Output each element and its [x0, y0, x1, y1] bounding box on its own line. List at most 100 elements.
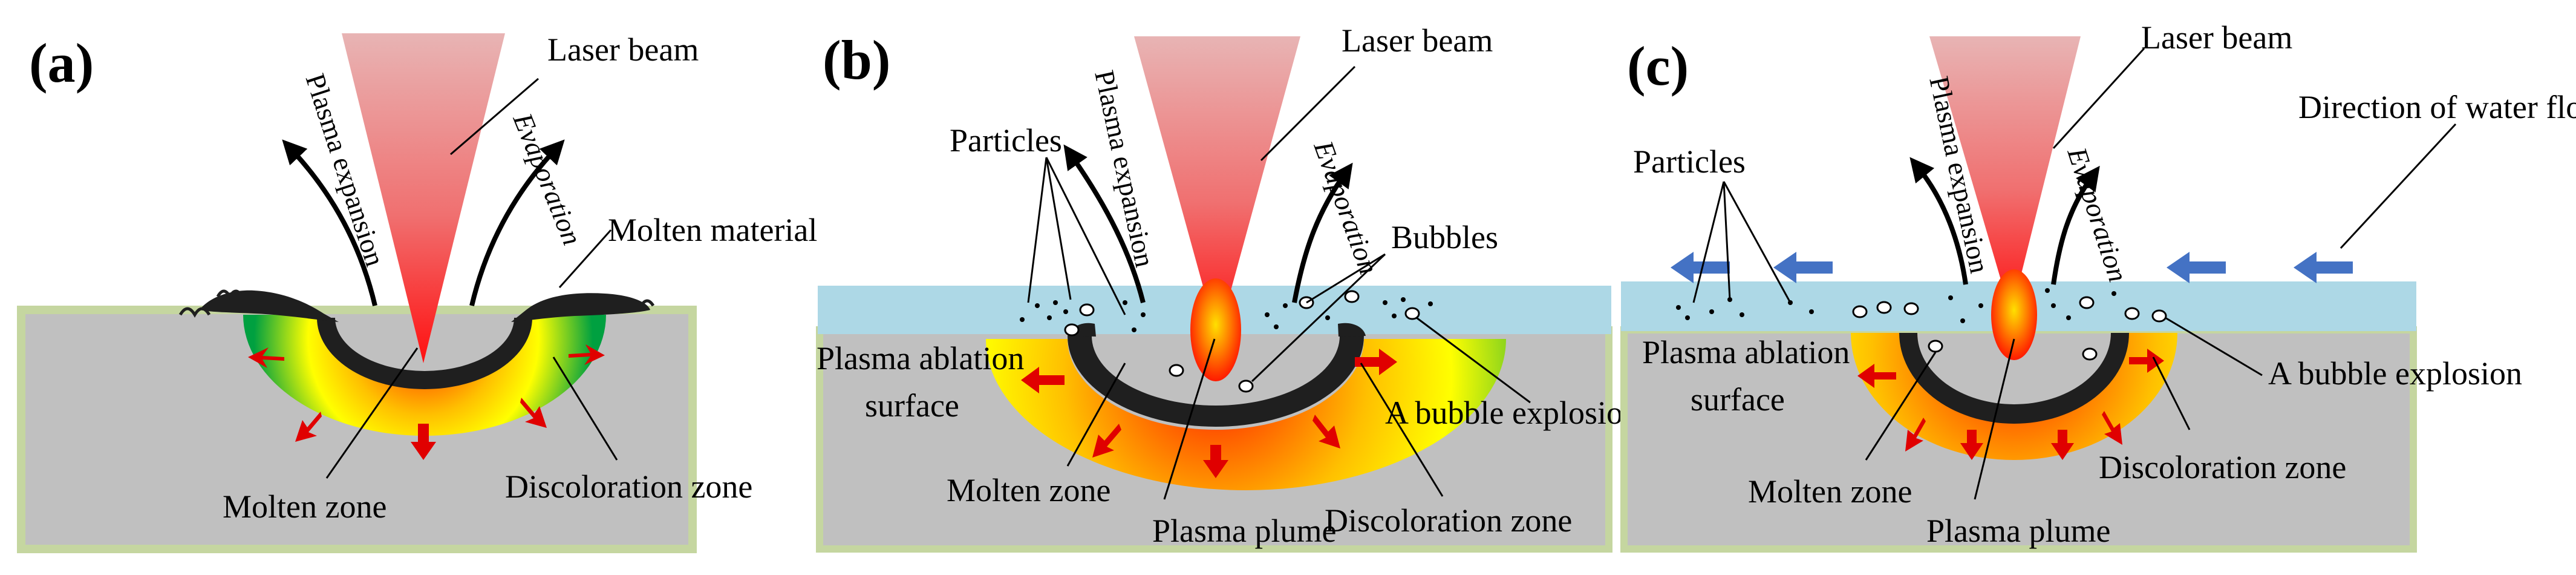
- heat-arrow: [1960, 430, 1983, 460]
- plasma-ablation-label-line1: Plasma ablation: [1642, 334, 1850, 370]
- bubble: [1064, 323, 1080, 337]
- heat-arrow: [1857, 364, 1896, 388]
- particles: [1020, 297, 1433, 332]
- discoloration-zone-label: Discoloration zone: [505, 468, 752, 505]
- plasma-plume: [1991, 269, 2037, 360]
- water-flow-arrows: [1671, 252, 2353, 283]
- plasma-expansion-label: Plasma expansion: [1089, 67, 1161, 269]
- heat-arrows: [1857, 349, 2164, 460]
- leader-line: [1723, 181, 1792, 303]
- plasma-ablation-label-line2: surface: [865, 387, 959, 424]
- leader-line: [1163, 338, 1216, 500]
- leader-line: [2152, 356, 2191, 430]
- heat-arrow: [2051, 430, 2074, 460]
- panel-c: (c) Laser beam Direction of water flow P…: [1620, 19, 2576, 553]
- bubble: [2082, 347, 2098, 361]
- heat-arrow: [1905, 418, 1926, 452]
- spatter-right: [639, 299, 655, 307]
- bubble: [1852, 305, 1868, 318]
- leader-line: [325, 347, 419, 479]
- evaporation-label: Evaporation: [507, 108, 588, 249]
- bubble: [2151, 309, 2167, 323]
- particles-label: Particles: [1633, 143, 1746, 180]
- panel-b: (b) Laser beam Particles Plasma expansio…: [816, 22, 1639, 553]
- evaporation-arrow: [1292, 162, 1353, 303]
- panel-a: (a) Laser beam Plasma expansion Evaporat…: [17, 31, 817, 553]
- discoloration-zone: [986, 339, 1506, 490]
- bubble: [1903, 302, 1919, 315]
- laser-beam-label: Laser beam: [1342, 22, 1493, 59]
- molten-layer: [1068, 336, 1364, 427]
- bubble-explosion-label: A bubble explosion: [1385, 395, 1639, 431]
- evaporation-arrow: [469, 139, 565, 306]
- laser-beam-label: Laser beam: [547, 31, 699, 68]
- heat-arrow: [1203, 445, 1228, 478]
- molten-material-left: [200, 290, 339, 322]
- molten-material-label: Molten material: [608, 212, 817, 248]
- heat-arrow: [1021, 367, 1065, 393]
- water-flow-label: Direction of water flow: [2298, 89, 2576, 125]
- heat-arrow: [411, 424, 436, 460]
- leader-line: [1416, 317, 1531, 404]
- plasma-expansion-arrow: [1909, 157, 1968, 285]
- bubble-explosion-label: A bubble explosion: [2268, 355, 2522, 392]
- bubble: [1928, 340, 1943, 353]
- leader-line: [2340, 123, 2457, 249]
- discoloration-zone: [243, 315, 606, 436]
- heat-arrow: [248, 347, 284, 368]
- heat-arrow: [1355, 349, 1397, 375]
- leader-line: [552, 356, 618, 461]
- heat-arrow: [2102, 411, 2122, 445]
- bubble: [1404, 307, 1420, 320]
- panel-b-tag: (b): [823, 29, 890, 91]
- spatter-left: [178, 289, 244, 318]
- molten-zone-label: Molten zone: [947, 472, 1110, 508]
- heat-arrows: [248, 344, 605, 460]
- particles-label: Particles: [950, 122, 1062, 159]
- leader-line: [450, 77, 539, 156]
- molten-layer: [317, 318, 532, 389]
- molten-material-right: [511, 293, 650, 322]
- plasma-expansion-arrow: [282, 139, 377, 306]
- water-flow-arrow: [1671, 252, 1730, 283]
- leader-line: [1306, 253, 1386, 304]
- molten-layer: [1899, 333, 2129, 424]
- bubble: [1079, 303, 1095, 317]
- plasma-ablation-label-line2: surface: [1691, 381, 1785, 418]
- molten-zone-label: Molten zone: [1748, 473, 1912, 510]
- plasma-expansion-arrow: [1063, 144, 1146, 303]
- bubble: [1876, 301, 1892, 314]
- bubbles-label: Bubbles: [1391, 219, 1498, 255]
- leader-line: [1027, 157, 1048, 303]
- bubbles: [1852, 296, 2167, 361]
- water-flow-arrow: [2294, 252, 2353, 283]
- bubbles: [1064, 290, 1420, 393]
- heat-arrows: [1021, 349, 1397, 478]
- evaporation-label: Evaporation: [1308, 136, 1384, 278]
- leader-line: [1045, 157, 1126, 315]
- leader-line: [2165, 317, 2263, 376]
- water-flow-arrow: [1773, 252, 1833, 283]
- panel-c-tag: (c): [1627, 35, 1689, 97]
- leader-line: [1723, 181, 1731, 300]
- plasma-ablation-label-line1: Plasma ablation: [817, 340, 1024, 376]
- bubble: [1238, 380, 1254, 393]
- leader-line: [558, 229, 612, 289]
- leader-line: [1066, 363, 1126, 467]
- heat-arrow: [1092, 424, 1121, 458]
- heat-arrow: [520, 398, 547, 428]
- molten-zone-label: Molten zone: [223, 488, 386, 525]
- leader-line: [1692, 181, 1725, 303]
- leader-line: [2052, 47, 2145, 150]
- leader-line: [1974, 338, 2015, 500]
- laser-beam: [1929, 36, 2081, 315]
- plasma-plume-label: Plasma plume: [1926, 513, 2110, 549]
- plasma-plume: [1190, 278, 1241, 381]
- discoloration-zone-label: Discoloration zone: [2099, 449, 2346, 485]
- molten-rim-right: [1338, 323, 1366, 337]
- leader-line: [1360, 363, 1444, 497]
- particles: [1676, 288, 2116, 323]
- panel-a-tag: (a): [29, 32, 94, 94]
- laser-beam: [342, 33, 505, 363]
